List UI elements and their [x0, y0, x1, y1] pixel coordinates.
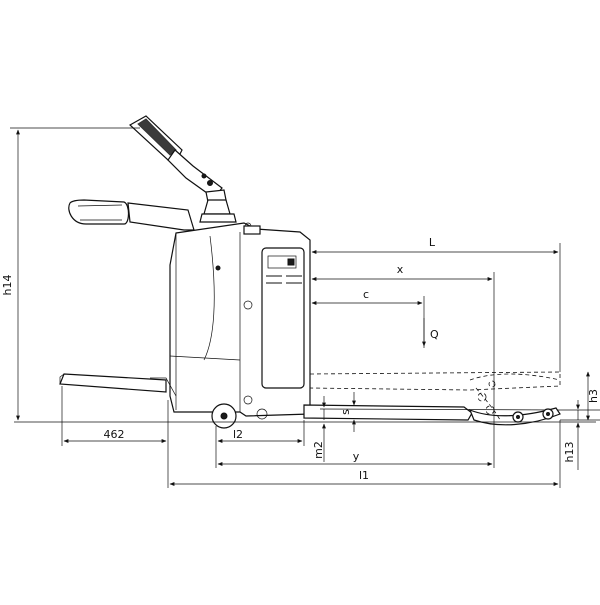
- dim-l2: l2: [215, 420, 305, 468]
- fork-assembly: [303, 371, 561, 426]
- dim-x: x: [311, 263, 495, 468]
- label-L: L: [429, 236, 436, 249]
- label-s: s: [339, 409, 352, 415]
- label-h14: h14: [1, 275, 14, 296]
- label-y: y: [353, 450, 360, 463]
- dim-l1: l1: [169, 420, 561, 488]
- tiller-handle: [128, 115, 237, 223]
- rear-grip: [68, 199, 195, 231]
- dim-y: y: [217, 450, 493, 466]
- chassis-body: [169, 222, 311, 417]
- dim-L: L: [309, 236, 561, 372]
- dim-462: 462: [61, 386, 169, 488]
- label-m2: m2: [312, 441, 325, 459]
- label-c: c: [363, 288, 369, 301]
- label-x: x: [397, 263, 404, 276]
- truck-outline: [59, 115, 561, 429]
- dim-h13: h13: [560, 400, 600, 470]
- rear-platform: [59, 373, 177, 397]
- label-Q: Q: [430, 328, 439, 341]
- dim-m2: m2: [312, 396, 326, 462]
- dim-h3: h3: [560, 371, 600, 421]
- dim-c: c Q: [311, 288, 439, 348]
- label-l2: l2: [233, 428, 243, 441]
- label-h3: h3: [587, 389, 600, 403]
- label-l1: l1: [359, 469, 369, 482]
- dim-s: s: [339, 392, 356, 432]
- dim-h14: h14: [1, 127, 140, 421]
- label-462: 462: [104, 428, 125, 441]
- label-h13: h13: [563, 442, 576, 463]
